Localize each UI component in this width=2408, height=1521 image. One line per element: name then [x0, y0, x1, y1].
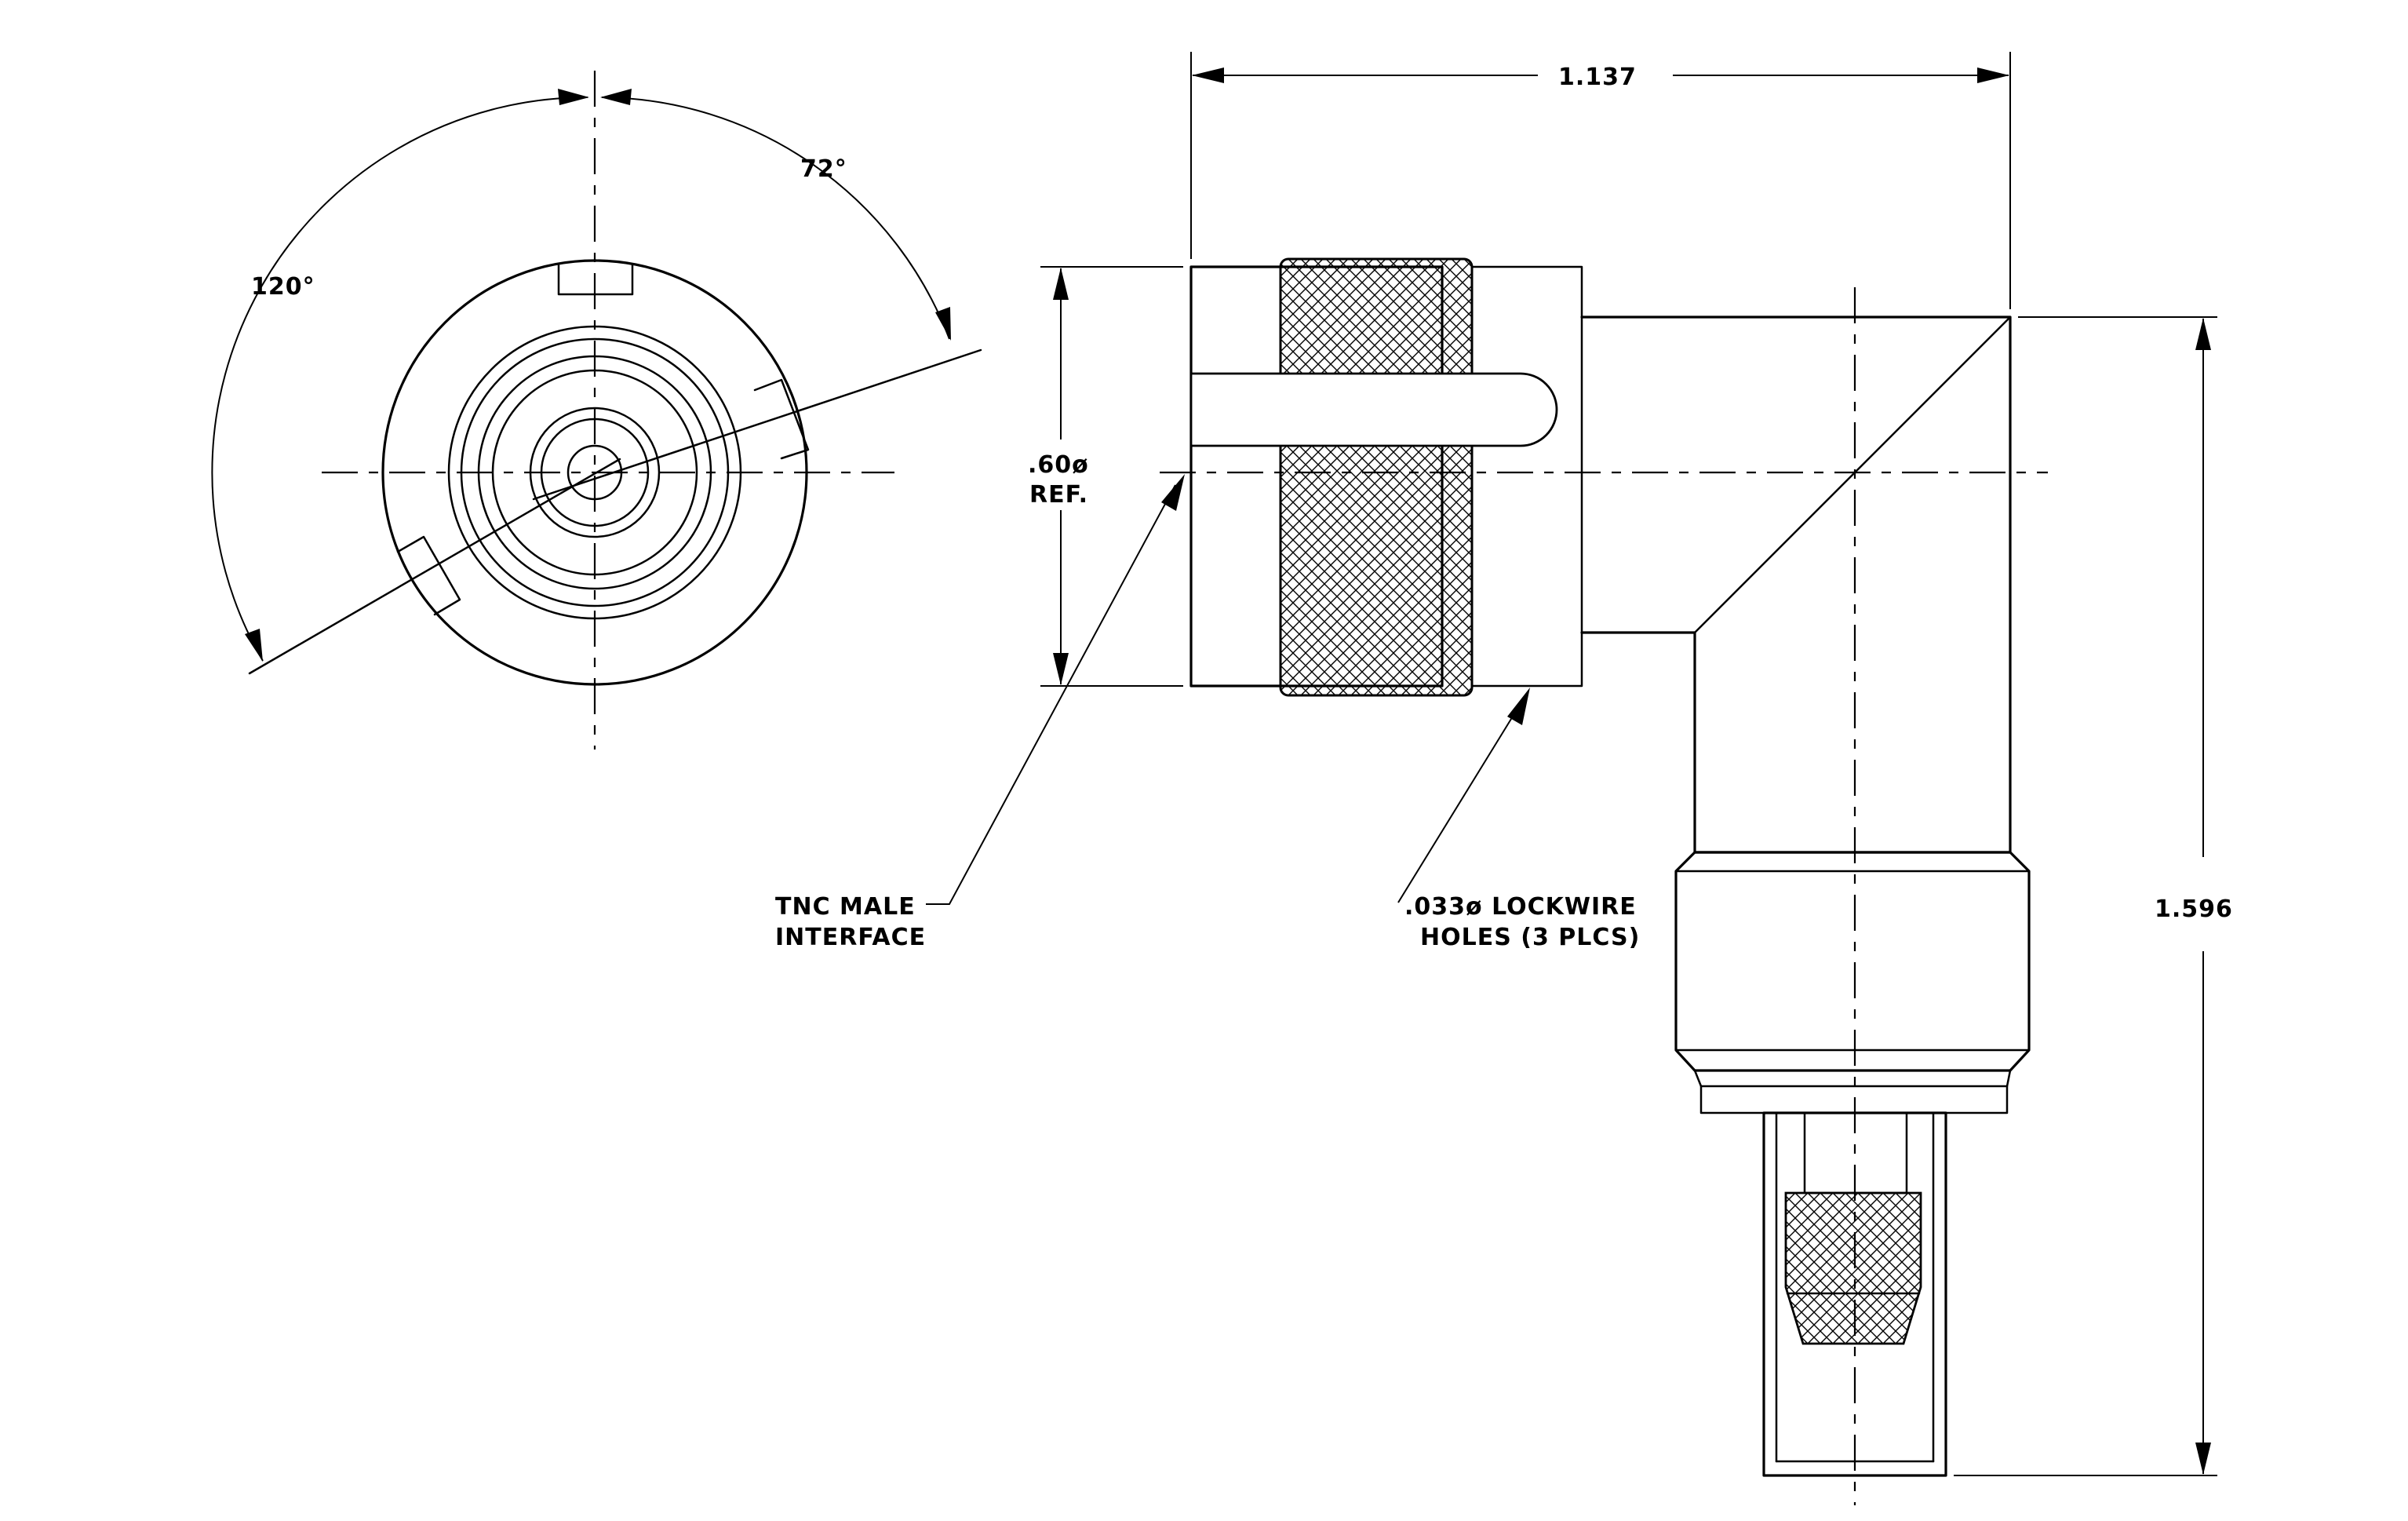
dim-1596-arrow-bottom	[2195, 1443, 2211, 1475]
coupling-ring-3	[477, 355, 712, 590]
dim-1137-label: 1.137	[1558, 64, 1637, 91]
angle-label-120: 120°	[251, 273, 315, 301]
dim-dia-arrow-bottom	[1053, 653, 1069, 685]
cable-braid-knurl	[1784, 1191, 1922, 1345]
callout-tnc-line2: INTERFACE	[775, 924, 926, 951]
leader-lockwire-arrowhead	[1507, 688, 1530, 725]
arc-120-arrow-start	[558, 89, 589, 105]
nut-rear-shoulder	[1470, 265, 1583, 688]
callout-lockwire-line2: HOLES (3 PLCS)	[1420, 924, 1640, 951]
key-line-72	[532, 348, 982, 501]
dim-1596-label: 1.596	[2155, 895, 2233, 923]
dim-dia-label-1: .60ø	[1028, 451, 1089, 479]
angle-arc-120	[211, 96, 588, 662]
arc-72-arrow-start	[600, 89, 632, 105]
leader-tnc-interface	[926, 484, 1176, 905]
side-view: 1.137 .60ø REF. 1.596 TNC MALE INTERFACE…	[775, 52, 2233, 1505]
outer-body-circle	[381, 259, 808, 686]
callout-lockwire-line1: .033ø LOCKWIRE	[1404, 893, 1637, 921]
leader-lockwire	[1397, 698, 1525, 903]
lockwire-tab-top	[557, 264, 634, 296]
dim-dia-label-2: REF.	[1029, 481, 1088, 509]
dim-dia-arrow-top	[1053, 268, 1069, 300]
angle-label-72: 72°	[800, 155, 847, 183]
collar-divider-right	[2005, 1069, 2012, 1088]
dim-1137-arrow-right	[1977, 67, 2009, 83]
knurled-band	[1279, 257, 1474, 697]
lockwire-slot	[1189, 372, 1558, 447]
elbow-miter-line	[1693, 316, 2012, 634]
dim-1137-arrow-left	[1192, 67, 1224, 83]
angle-arc-72	[601, 97, 950, 340]
collar-divider	[1693, 1069, 1703, 1088]
ferrule-body	[1674, 851, 2031, 1072]
lockwire-tab-right	[753, 378, 810, 460]
front-view: 72° 120°	[211, 71, 982, 750]
center-pin-circle	[566, 444, 623, 501]
coupling-ring-2	[460, 337, 730, 607]
elbow-body	[1580, 316, 2012, 854]
arc-72-arrow-end	[935, 307, 951, 341]
dim-1596-arrow-top	[2195, 318, 2211, 350]
coupling-ring-1	[447, 325, 742, 620]
dielectric-inner-ring	[540, 418, 650, 527]
dielectric-ring	[529, 407, 661, 538]
key-line-120	[248, 458, 621, 675]
arc-120-arrow-end	[245, 629, 263, 662]
coupling-ring-4	[491, 369, 698, 576]
lockwire-tab-left	[396, 535, 461, 616]
callout-tnc-line1: TNC MALE	[775, 893, 916, 921]
leader-tnc-arrowhead	[1161, 474, 1185, 511]
